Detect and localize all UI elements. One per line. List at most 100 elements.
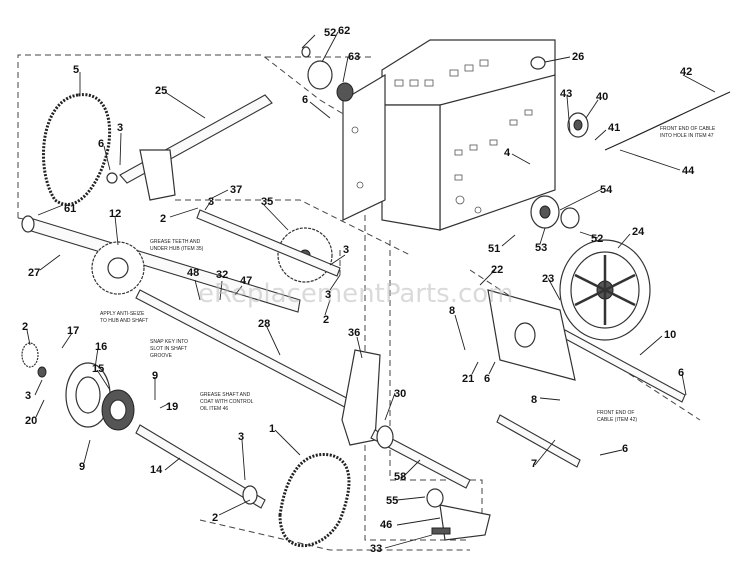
callout-14: 14	[150, 464, 163, 476]
gear-2-left	[21, 342, 47, 378]
lever-36	[341, 349, 381, 446]
callout-58: 58	[394, 471, 406, 483]
cable-42	[604, 91, 731, 151]
callout-61: 61	[64, 203, 76, 215]
callout-48: 48	[187, 267, 199, 279]
callout-25: 25	[155, 85, 167, 97]
callout-35: 35	[261, 196, 273, 208]
callouts: 52 62 63 6 26 42 43 40 41 4 44 5 25 3 6 …	[22, 25, 695, 555]
callout-2: 2	[160, 213, 166, 225]
note-grease2-1: GREASE SHAFT AND	[200, 392, 251, 398]
callout-51: 51	[488, 243, 500, 255]
note-apply-1: APPLY ANTI-SEIZE	[100, 311, 145, 317]
callout-30: 30	[394, 388, 406, 400]
note-key-1: SNAP KEY INTO	[150, 339, 188, 345]
callout-6: 6	[484, 373, 490, 385]
callout-53: 53	[535, 242, 547, 254]
note-grease-2: UNDER HUB (ITEM 35)	[150, 246, 204, 252]
note-key-3: GROOVE	[150, 353, 173, 359]
callout-36: 36	[348, 327, 360, 339]
callout-12: 12	[109, 208, 121, 220]
callout-3: 3	[238, 431, 244, 443]
note-grease-1: GREASE TEETH AND	[150, 239, 201, 245]
callout-27: 27	[28, 267, 40, 279]
callout-52: 52	[591, 233, 603, 245]
callout-8: 8	[449, 305, 455, 317]
callout-6: 6	[98, 138, 104, 150]
notes: FRONT END OF CABLE INTO HOLE IN ITEM 47 …	[100, 126, 716, 423]
callout-8: 8	[531, 394, 537, 406]
callout-17: 17	[67, 325, 79, 337]
callout-22: 22	[491, 264, 503, 276]
bracket-62	[301, 46, 354, 102]
callout-24: 24	[632, 226, 645, 238]
callout-2: 2	[323, 314, 329, 326]
callout-23: 23	[542, 273, 554, 285]
callout-6: 6	[302, 94, 308, 106]
note-key-2: SLOT IN SHAFT	[150, 346, 187, 352]
callout-2: 2	[212, 512, 218, 524]
gearbox-housing	[342, 39, 556, 231]
callout-3: 3	[117, 122, 123, 134]
bearing-54	[530, 195, 580, 229]
callout-47: 47	[240, 275, 252, 287]
callout-5: 5	[73, 64, 79, 76]
callout-21: 21	[462, 373, 474, 385]
leader-lines	[26, 31, 716, 549]
note-grease2-3: OIL ITEM 46	[200, 406, 228, 412]
callout-54: 54	[600, 184, 613, 196]
callout-9: 9	[152, 370, 158, 382]
callout-16: 16	[95, 341, 107, 353]
callout-46: 46	[380, 519, 392, 531]
callout-43: 43	[560, 88, 572, 100]
callout-28: 28	[258, 318, 270, 330]
axle-27	[21, 215, 301, 313]
note-apply-2: TO HUB AND SHAFT	[100, 318, 148, 324]
callout-44: 44	[682, 165, 695, 177]
callout-3: 3	[325, 289, 331, 301]
callout-42: 42	[680, 66, 692, 78]
callout-1: 1	[269, 423, 275, 435]
callout-6: 6	[678, 367, 684, 379]
note-cable-top-1: FRONT END OF CABLE	[660, 126, 716, 132]
bracket-46	[426, 488, 491, 541]
note-cable-bot-2: CABLE (ITEM 42)	[597, 417, 637, 423]
spacer-26	[530, 56, 546, 70]
callout-2: 2	[22, 321, 28, 333]
pulley-16	[65, 362, 135, 431]
note-cable-top-2: INTO HOLE IN ITEM 47	[660, 133, 714, 139]
callout-10: 10	[664, 329, 676, 341]
callout-3: 3	[343, 244, 349, 256]
callout-40: 40	[596, 91, 608, 103]
callout-19: 19	[166, 401, 178, 413]
note-grease2-2: COAT WITH CONTROL	[200, 399, 254, 405]
shaft-58	[370, 425, 471, 489]
callout-63: 63	[348, 51, 360, 63]
callout-3: 3	[25, 390, 31, 402]
callout-33: 33	[370, 543, 382, 555]
chain-1	[278, 453, 351, 548]
note-cable-bot-1: FRONT END OF	[597, 410, 634, 416]
callout-52: 52	[324, 27, 336, 39]
callout-6: 6	[622, 443, 628, 455]
shaft-25	[106, 94, 273, 201]
callout-62: 62	[338, 25, 350, 37]
callout-4: 4	[504, 147, 511, 159]
callout-55: 55	[386, 495, 398, 507]
callout-26: 26	[572, 51, 584, 63]
callout-37: 37	[230, 184, 242, 196]
callout-3: 3	[208, 196, 214, 208]
callout-7: 7	[531, 458, 537, 470]
wheel-24	[559, 239, 651, 341]
watermark-text: eReplacementParts.com	[198, 279, 514, 309]
sprocket-12	[91, 241, 145, 295]
callout-41: 41	[608, 122, 620, 134]
sprocket-35	[196, 209, 341, 283]
spring-40	[567, 112, 589, 138]
callout-9: 9	[79, 461, 85, 473]
shaft-14	[135, 424, 266, 509]
callout-32: 32	[216, 269, 228, 281]
plate-22	[487, 289, 576, 381]
chain-5	[41, 93, 112, 206]
